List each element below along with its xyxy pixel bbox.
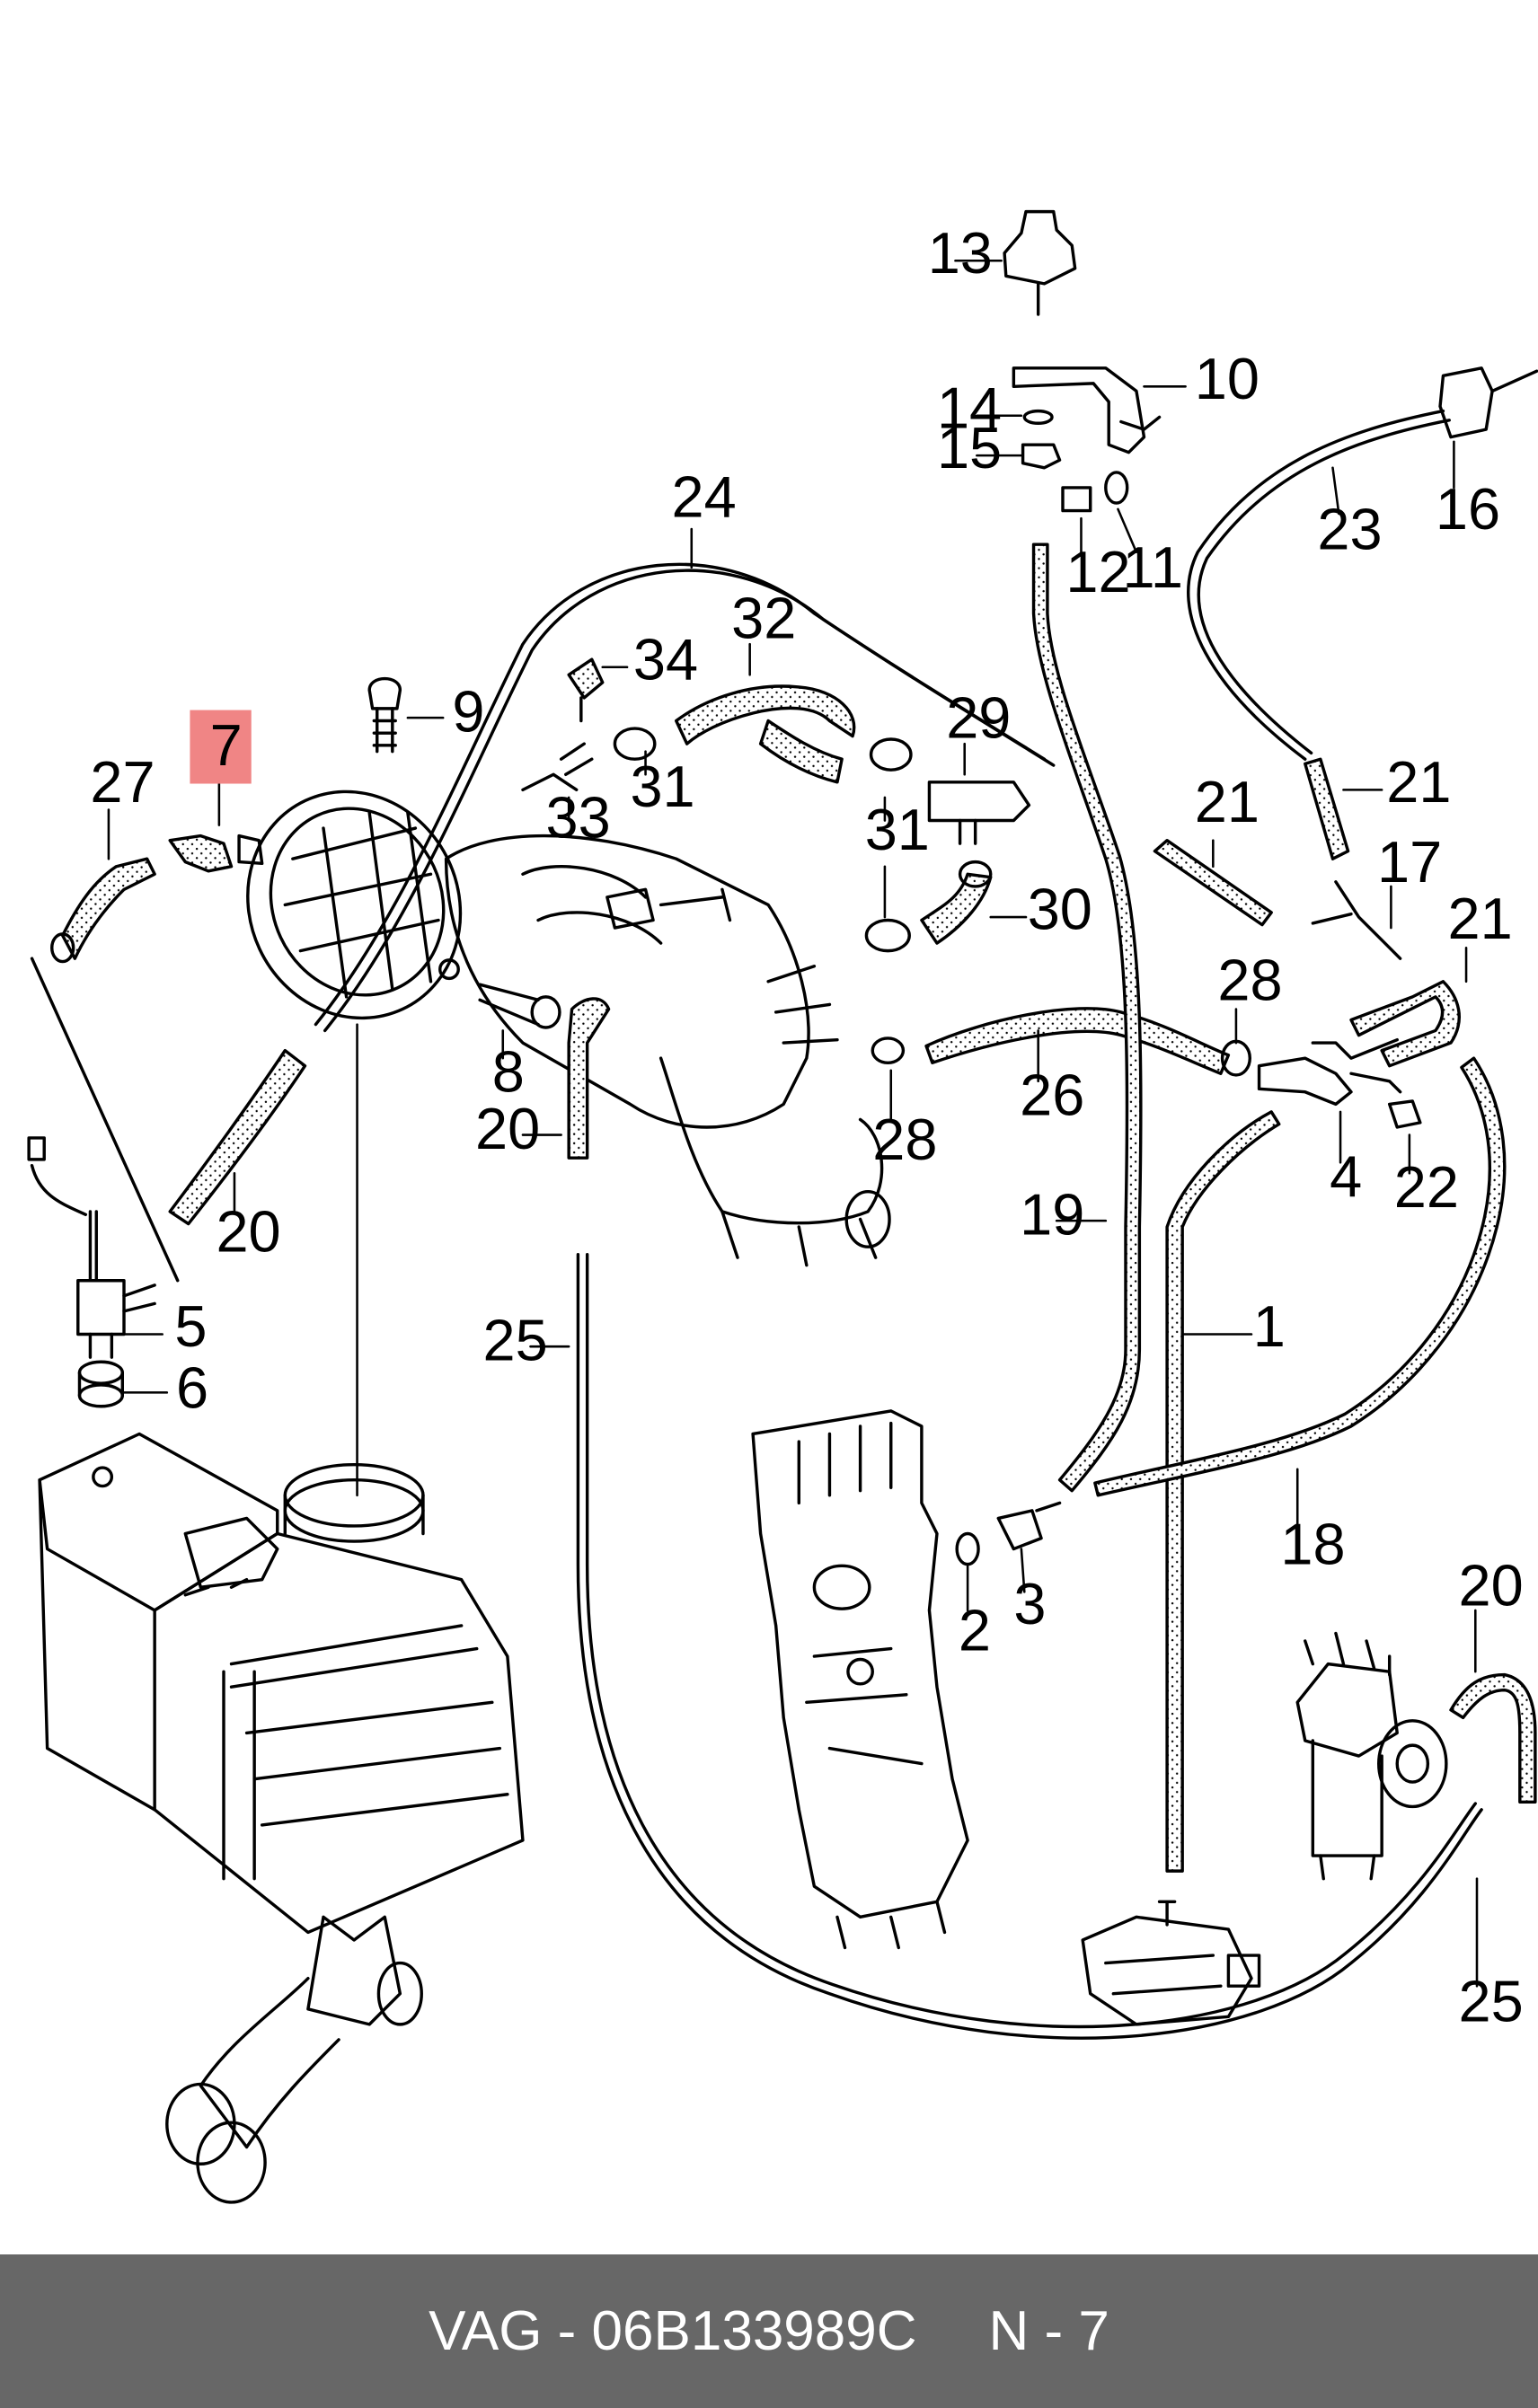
callout-9: 9 (452, 678, 484, 744)
callout-23: 23 (1317, 496, 1382, 561)
vacuum-line-24-25-loop (314, 562, 1483, 2040)
hose-20-right (1449, 1672, 1537, 1804)
callout-29: 29 (946, 684, 1011, 750)
footer-bar: VAG - 06B133989C N - 7 (0, 2254, 1538, 2408)
callout-20b: 20 (216, 1198, 280, 1264)
callout-25a: 25 (483, 1308, 548, 1373)
callout-15: 15 (937, 415, 1002, 481)
callout-3: 3 (1013, 1571, 1046, 1636)
hose-20-center (567, 997, 611, 1160)
distributor (1295, 1631, 1448, 1881)
callout-20a: 20 (475, 1096, 540, 1161)
hose-27-7 (50, 834, 264, 964)
hose-20-left (168, 1048, 307, 1226)
highlight-box (190, 710, 252, 784)
callout-25b: 25 (1459, 1968, 1524, 2033)
engine-block (751, 1409, 969, 1950)
leader-lines (107, 259, 1479, 1988)
callout-32: 32 (731, 585, 796, 650)
callout-6: 6 (176, 1354, 208, 1420)
leader-line-27 (30, 957, 180, 1283)
callout-31b: 31 (865, 797, 930, 862)
hose-21-upper (1153, 757, 1461, 1068)
valve-5 (27, 1136, 156, 1408)
callout-21a: 21 (1195, 769, 1260, 834)
sender-16 (1187, 366, 1538, 761)
callout-12: 12 (1065, 539, 1130, 604)
vacuum-unit (1081, 1900, 1261, 2026)
callout-1: 1 (1253, 1293, 1286, 1359)
callout-13: 13 (928, 220, 993, 286)
callout-20c: 20 (1459, 1553, 1524, 1619)
vacuum-canister (1003, 209, 1162, 513)
callout-4: 4 (1330, 1143, 1362, 1209)
part-number-text: VAG - 06B133989C (429, 2300, 917, 2362)
fitting-3 (955, 1501, 1062, 1566)
bolt-8 (438, 958, 561, 1029)
t-piece-29 (864, 737, 1031, 953)
callout-5: 5 (174, 1293, 207, 1359)
callout-26: 26 (1020, 1062, 1084, 1127)
callout-28b: 28 (872, 1107, 937, 1172)
hose-19 (1031, 542, 1143, 1493)
callout-14: 14 (937, 375, 1002, 440)
callout-34: 34 (633, 626, 698, 692)
parts-diagram: 13 10 14 15 12 11 16 23 24 32 34 9 7 27 … (27, 209, 1538, 2204)
callout-2: 2 (959, 1597, 991, 1663)
hose-32 (521, 657, 856, 792)
callout-31a: 31 (630, 754, 694, 819)
air-filter-housing (38, 1432, 525, 2204)
hose-1 (1165, 1110, 1281, 1873)
callout-labels: 13 10 14 15 12 11 16 23 24 32 34 9 7 27 … (90, 220, 1523, 2034)
intake-manifold (246, 789, 891, 1267)
callout-21c: 21 (1448, 886, 1513, 951)
t-piece-4 (1257, 1037, 1422, 1129)
hose-18 (1093, 1056, 1507, 1497)
callout-33: 33 (546, 784, 611, 850)
callout-19: 19 (1020, 1182, 1084, 1248)
reference-text: N - 7 (988, 2300, 1109, 2362)
callout-22: 22 (1394, 1154, 1459, 1220)
callout-21b: 21 (1386, 749, 1451, 815)
callout-7: 7 (210, 712, 243, 778)
callout-11: 11 (1123, 534, 1183, 600)
callout-27: 27 (90, 749, 155, 815)
callout-30: 30 (1028, 877, 1092, 942)
callout-8: 8 (492, 1039, 525, 1105)
callout-28a: 28 (1217, 947, 1282, 1012)
callout-10: 10 (1195, 346, 1260, 411)
callout-18: 18 (1280, 1512, 1345, 1577)
bolt-9 (367, 677, 402, 754)
callout-24: 24 (672, 463, 737, 529)
callout-17: 17 (1377, 829, 1442, 895)
callout-16: 16 (1436, 476, 1500, 542)
